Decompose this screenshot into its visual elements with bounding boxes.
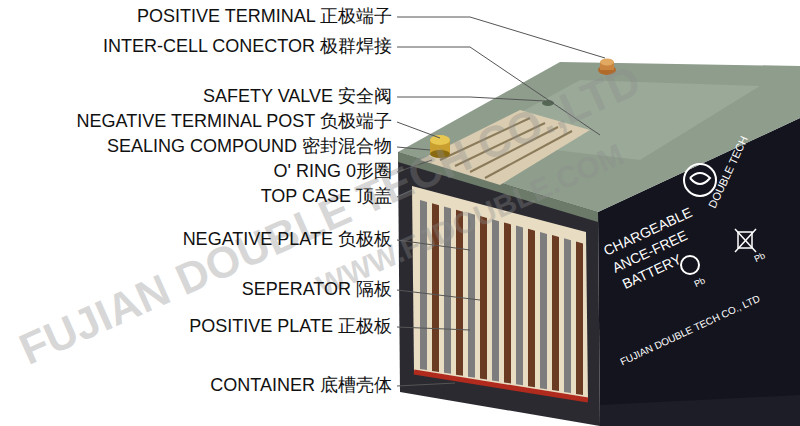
negative-plate bbox=[516, 226, 523, 386]
part-label: INTER-CELL CONECTOR 极群焊接 bbox=[103, 37, 392, 57]
part-label: SEPERATOR 隔板 bbox=[242, 280, 392, 300]
part-label: NEGATIVE TERMINAL POST 负极端子 bbox=[77, 112, 392, 132]
positive-plate bbox=[552, 235, 559, 391]
negative-plate bbox=[492, 219, 499, 381]
part-label: O' RING 0形圈 bbox=[274, 162, 392, 182]
negative-plate bbox=[564, 238, 571, 393]
positive-plate bbox=[480, 216, 487, 380]
container-band bbox=[600, 395, 800, 426]
positive-plate bbox=[504, 222, 511, 383]
negative-plate bbox=[540, 232, 547, 389]
container-bottom bbox=[414, 372, 588, 400]
part-label: POSITIVE PLATE 正极板 bbox=[189, 317, 392, 337]
positive-plate bbox=[528, 229, 535, 387]
part-label: TOP CASE 顶盖 bbox=[261, 187, 392, 207]
part-label: POSITIVE TERMINAL 正极端子 bbox=[137, 7, 392, 27]
company-name: FUJIAN DOUBLE TECH CO., LTD bbox=[618, 293, 761, 368]
material-mark: Pb bbox=[693, 276, 707, 290]
part-label: CONTAINER 底槽壳体 bbox=[210, 376, 392, 396]
brand-name: DOUBLE TECH bbox=[706, 134, 750, 210]
part-label: SAFETY VALVE 安全阀 bbox=[203, 87, 392, 107]
part-label: SEALING COMPOUND 密封混合物 bbox=[107, 137, 392, 157]
material-mark: Pb bbox=[753, 251, 767, 265]
positive-plate bbox=[576, 241, 583, 394]
part-label: NEGATIVE PLATE 负极板 bbox=[183, 230, 392, 250]
